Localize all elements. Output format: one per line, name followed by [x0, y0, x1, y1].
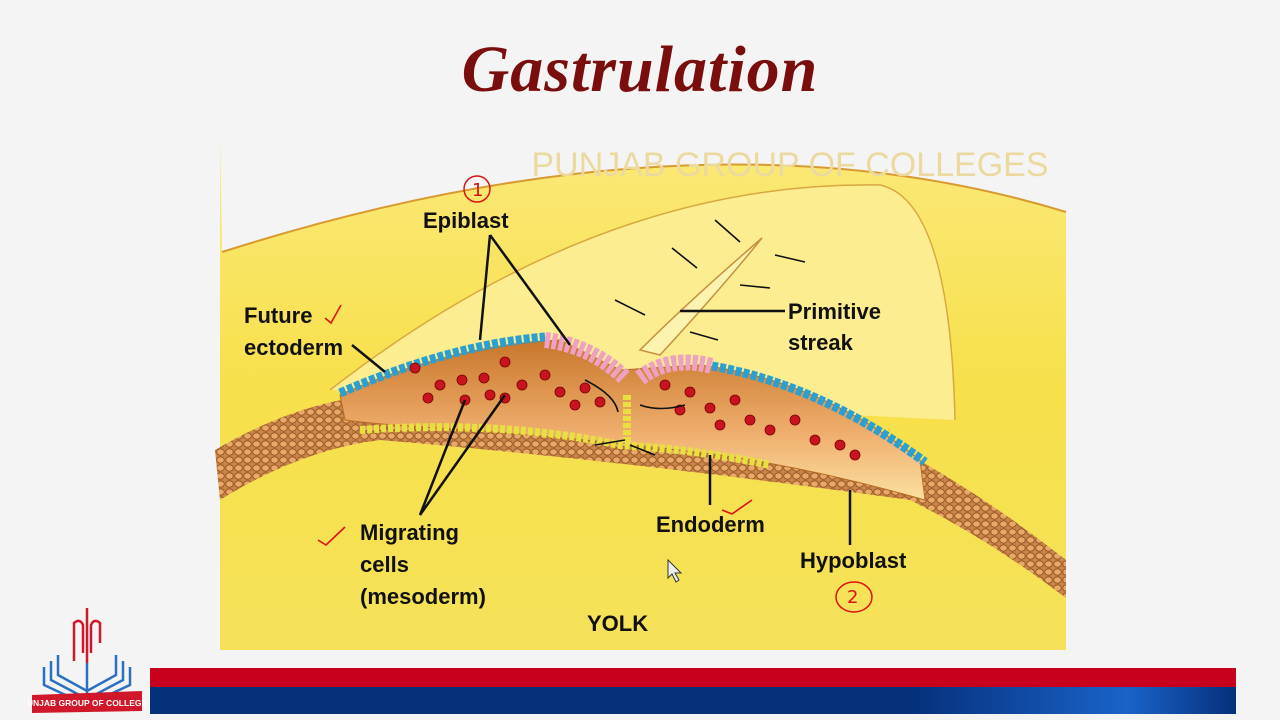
- mouse-cursor-icon: [667, 558, 683, 583]
- label-ectoderm: ectoderm: [244, 335, 343, 360]
- label-future: Future: [244, 303, 312, 328]
- label-yolk: YOLK: [587, 611, 648, 636]
- slide-title: Gastrulation: [461, 33, 819, 106]
- annotation-circle-one: [463, 175, 491, 203]
- annotation-one: 1: [472, 180, 483, 201]
- label-epiblast: Epiblast: [423, 208, 509, 233]
- checkmark-icons: [317, 304, 753, 547]
- outer-space: [220, 135, 1066, 252]
- label-endoderm: Endoderm: [656, 512, 765, 537]
- label-leader-lines: [351, 234, 852, 545]
- annotation-circle-two: [835, 581, 873, 613]
- ectoderm-layer-right: [711, 361, 928, 466]
- watermark-text: PUNJAB GROUP OF COLLEGES: [531, 146, 1048, 184]
- label-mesoderm: (mesoderm): [360, 584, 486, 609]
- footer-bar-blue: [150, 687, 1236, 714]
- label-hypoblast: Hypoblast: [800, 548, 907, 573]
- annotation-two: 2: [847, 587, 858, 608]
- logo-text: PUNJAB GROUP OF COLLEGES: [28, 698, 146, 708]
- label-streak: streak: [788, 330, 854, 355]
- footer-bar-red: [150, 668, 1236, 687]
- primitive-streak-groove: [638, 237, 763, 356]
- label-migrating: Migrating: [360, 520, 459, 545]
- endoderm-layer: [359, 423, 771, 469]
- epiblast-pink-cells: [543, 332, 715, 385]
- cell-movement-arrows: [584, 219, 806, 456]
- label-cells: cells: [360, 552, 409, 577]
- ectoderm-layer-left: [338, 332, 546, 398]
- label-primitive: Primitive: [788, 299, 881, 324]
- migrating-mesoderm-cells: [409, 356, 861, 461]
- vitelline-membrane: [221, 163, 1067, 253]
- college-logo: PUNJAB GROUP OF COLLEGES: [28, 608, 146, 713]
